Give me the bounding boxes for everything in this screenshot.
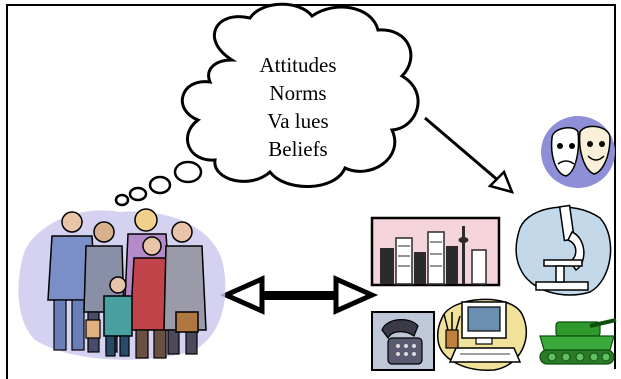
double-headed-arrow — [219, 275, 379, 315]
diagonal-arrow — [424, 116, 515, 194]
double-arrow-right-head — [333, 275, 379, 315]
cloud-shape — [180, 2, 420, 188]
crowd-of-people-icon — [18, 208, 226, 360]
double-arrow-left-head — [219, 275, 265, 315]
cloud-line-norms: Norms — [269, 81, 326, 105]
thought-bubbles — [114, 160, 203, 207]
microscope-icon — [515, 204, 612, 296]
thought-bubble-tiny — [114, 193, 130, 207]
thought-bubble-small — [128, 186, 148, 202]
cloud-line-attitudes: Attitudes — [260, 53, 337, 77]
computer-icon — [437, 298, 527, 371]
thought-cloud: Attitudes Norms Va lues Beliefs — [180, 2, 420, 188]
diagonal-arrow-head — [487, 169, 515, 194]
left-border — [6, 4, 8, 379]
top-border — [6, 4, 616, 6]
double-arrow-shaft — [254, 291, 350, 300]
cloud-line-values: Va lues — [267, 109, 328, 133]
theater-masks-icon — [541, 116, 615, 188]
diagonal-arrow-shaft — [424, 116, 501, 184]
city-skyline-icon — [370, 216, 501, 287]
thought-bubble-medium — [148, 175, 172, 195]
cloud-line-beliefs: Beliefs — [268, 137, 327, 161]
right-border — [614, 4, 616, 369]
tank-icon — [539, 318, 617, 365]
thought-bubble-large — [173, 160, 203, 184]
telephone-icon — [371, 311, 435, 371]
